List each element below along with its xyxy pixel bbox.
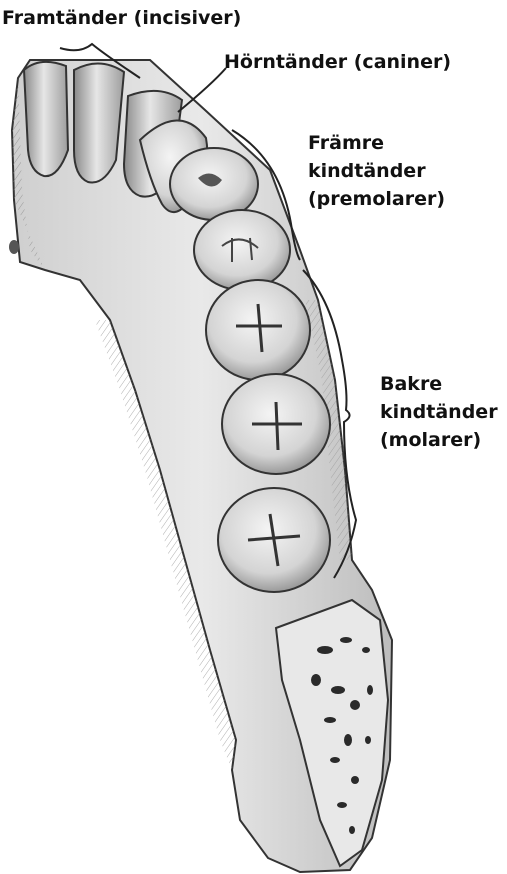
canine-leader (178, 68, 226, 112)
foramen (9, 240, 19, 254)
